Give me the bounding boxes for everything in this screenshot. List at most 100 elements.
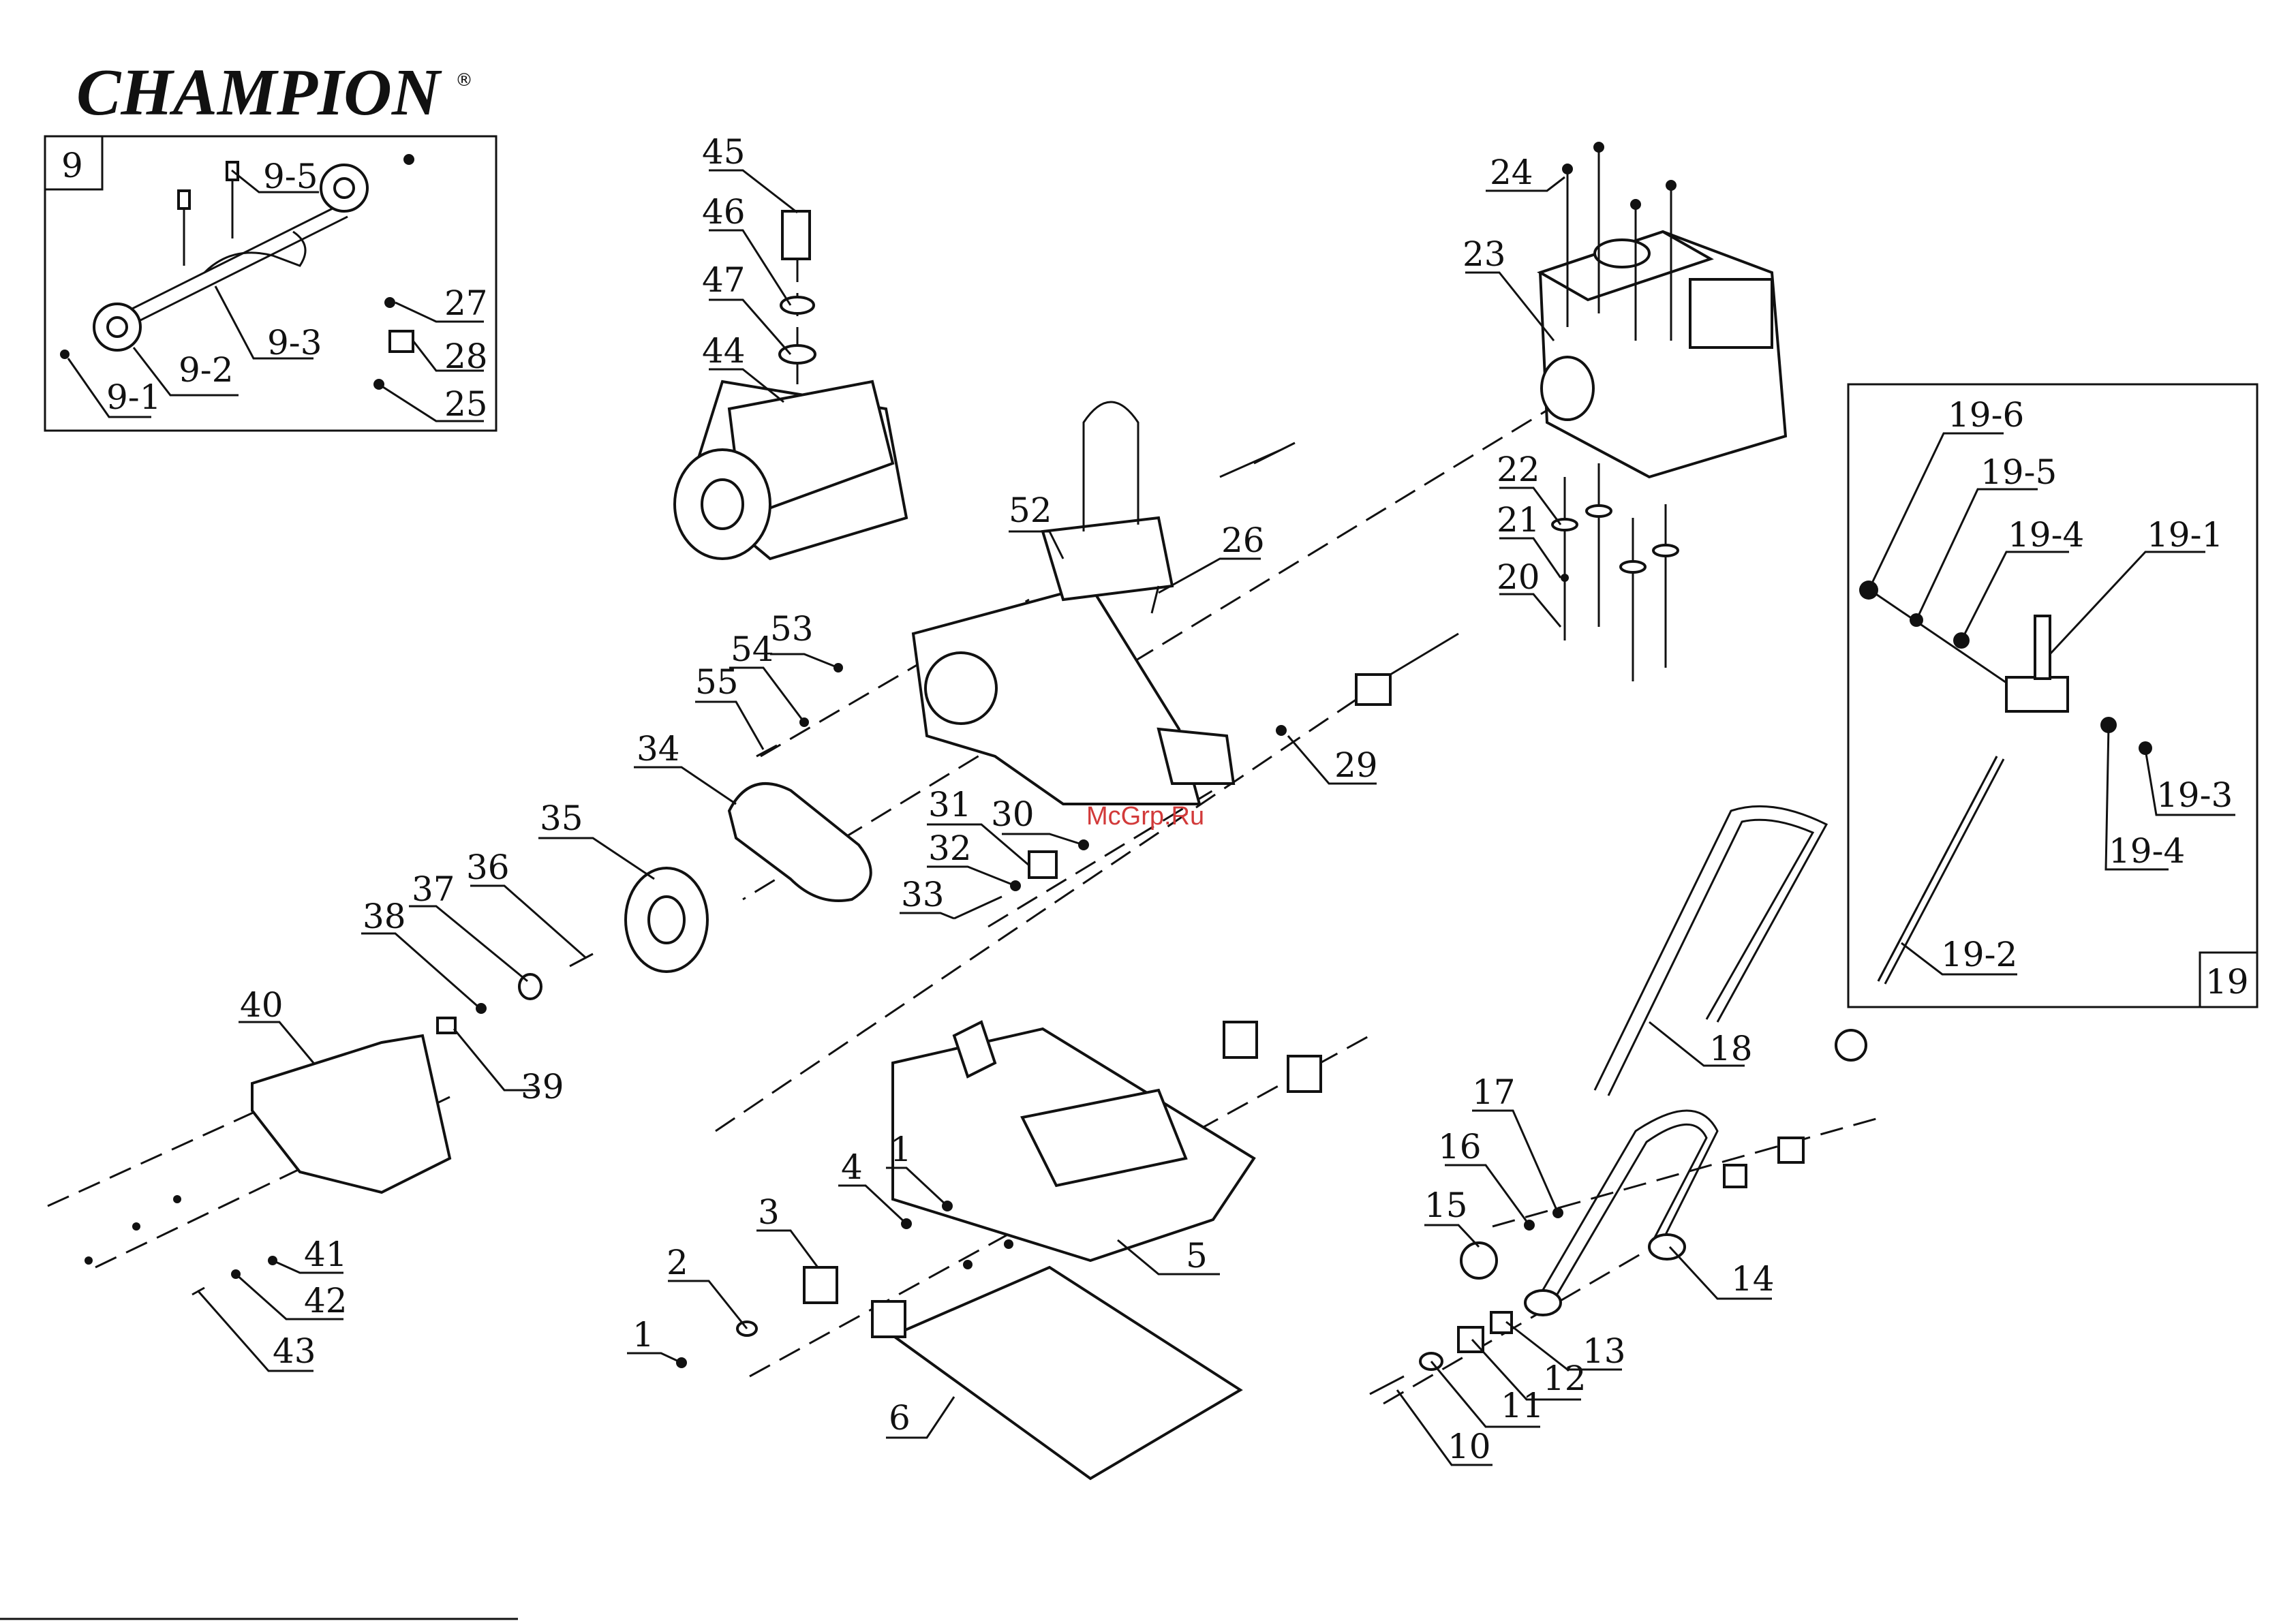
part-label-23: 23: [1463, 234, 1506, 274]
part-label-1b: 1: [890, 1130, 912, 1169]
part-label-39: 39: [521, 1067, 564, 1107]
nut-27: [384, 297, 395, 308]
part-label-47: 47: [702, 260, 746, 300]
part-label-10: 10: [1448, 1427, 1491, 1466]
bolt-26: [1152, 586, 1159, 613]
handle-14-inner: [1554, 1124, 1706, 1300]
part-label-13: 13: [1582, 1331, 1626, 1371]
part-labels: 45 46 47 44 52 26 24 23 22 21 20 29 53 5…: [198, 132, 1775, 1466]
engine-fuel-cap: [1595, 240, 1649, 267]
bracket-29: [1159, 729, 1234, 784]
part-label-14: 14: [1731, 1259, 1775, 1299]
wheel-right-hub: [335, 179, 354, 198]
base-plate-assembly: [676, 1022, 1321, 1479]
part-label-33: 33: [901, 875, 945, 914]
part-label-28: 28: [444, 337, 488, 376]
axis-handle-upper: [1493, 1117, 1881, 1226]
knob-upper: [1836, 1030, 1866, 1060]
part-label-46: 46: [702, 192, 746, 232]
trademark-mark: ®: [455, 70, 473, 91]
engine-air-filter: [1690, 279, 1772, 347]
vibrator-pulley-hub: [702, 480, 743, 529]
part-label-19-3: 19-3: [2156, 775, 2233, 815]
part-label-18: 18: [1709, 1029, 1753, 1068]
engine-stud-2: [1593, 142, 1604, 153]
leader-54: [729, 668, 804, 722]
cover-washer-b: [132, 1222, 140, 1231]
part-label-20: 20: [1497, 557, 1540, 597]
leader-19-4a: [1961, 552, 2069, 640]
wheel-axle: [109, 204, 348, 333]
bracket-52-bolts: [1220, 443, 1295, 477]
part-label-25: 25: [444, 384, 488, 424]
handle-roller-lower: [1724, 1165, 1746, 1187]
part-label-45: 45: [702, 132, 746, 172]
inset-19: 19 19-6 19-5 19-4 19-1 19-3 19-4 19-2: [1848, 384, 2257, 1007]
engine-stud-1: [1562, 164, 1573, 174]
leader-19-1: [2050, 552, 2205, 654]
part-label-19-5: 19-5: [1980, 452, 2057, 492]
handle-14-end: [1525, 1290, 1561, 1315]
part-label-32: 32: [928, 829, 972, 868]
plate-nut-a: [963, 1260, 973, 1269]
leader-35: [538, 838, 654, 879]
part-label-4: 4: [841, 1147, 863, 1187]
washer-22d: [1653, 545, 1678, 556]
bolt-29: [1390, 634, 1458, 675]
cover-washer-a: [85, 1256, 93, 1265]
part-label-53: 53: [770, 609, 814, 649]
rubber-mat-6: [893, 1267, 1240, 1479]
rubber-mount-upper-2: [1288, 1056, 1321, 1092]
bolt-33: [954, 897, 1002, 918]
rubber-mount-upper-1: [1224, 1022, 1257, 1057]
inset-9-label: 9: [61, 146, 83, 185]
part-label-16: 16: [1438, 1127, 1482, 1166]
clamp-28: [390, 331, 413, 352]
handle-14-end-b: [1649, 1235, 1685, 1259]
engine-output-shaft: [1542, 357, 1593, 420]
engine-lower-bolts: [1565, 463, 1666, 681]
part-label-19-6: 19-6: [1948, 395, 2024, 435]
part-label-38: 38: [363, 897, 406, 936]
part-label-42: 42: [304, 1281, 348, 1320]
handle-14-outer: [1540, 1111, 1717, 1295]
washer-22c: [1621, 561, 1645, 572]
washer-21: [1561, 574, 1569, 582]
wheel-nut: [403, 154, 414, 165]
part-label-55: 55: [695, 662, 739, 702]
main-frame: [913, 402, 1458, 804]
v-belt-34: [729, 784, 871, 901]
axle-pin-1: [179, 191, 189, 208]
part-label-11: 11: [1501, 1386, 1544, 1425]
leader-30: [1002, 834, 1084, 845]
part-label-27: 27: [444, 283, 488, 323]
handle-assembly: [1370, 806, 1866, 1394]
brand-name: CHAMPION: [76, 56, 442, 129]
inset-19-label: 19: [2205, 962, 2249, 1002]
rubber-mount-3b: [872, 1301, 905, 1337]
knob-15: [1461, 1243, 1497, 1278]
part-label-21: 21: [1497, 500, 1540, 540]
cover-washer-c: [173, 1195, 181, 1203]
roller-31: [1029, 852, 1056, 878]
part-label-35: 35: [540, 799, 583, 838]
part-label-19-4a: 19-4: [2008, 515, 2084, 555]
wheel-bracket: [204, 232, 305, 273]
bolt-55: [756, 745, 777, 756]
leader-26: [1159, 559, 1261, 593]
leader-38: [361, 933, 477, 1006]
part-label-34: 34: [637, 729, 680, 769]
part-label-9-1: 9-1: [106, 377, 162, 417]
part-label-17: 17: [1472, 1072, 1516, 1112]
part-label-44: 44: [702, 331, 746, 371]
part-label-37: 37: [412, 869, 455, 909]
bolt-45: [782, 211, 810, 259]
leader-17: [1472, 1111, 1558, 1213]
washer-22b: [1587, 506, 1611, 516]
part-label-30: 30: [991, 794, 1035, 834]
axis-handle-bolts: [1383, 1233, 1677, 1404]
throttle-lever-arm: [2035, 616, 2050, 679]
part-label-19-4b: 19-4: [2109, 831, 2185, 871]
part-label-12: 12: [1543, 1359, 1587, 1398]
